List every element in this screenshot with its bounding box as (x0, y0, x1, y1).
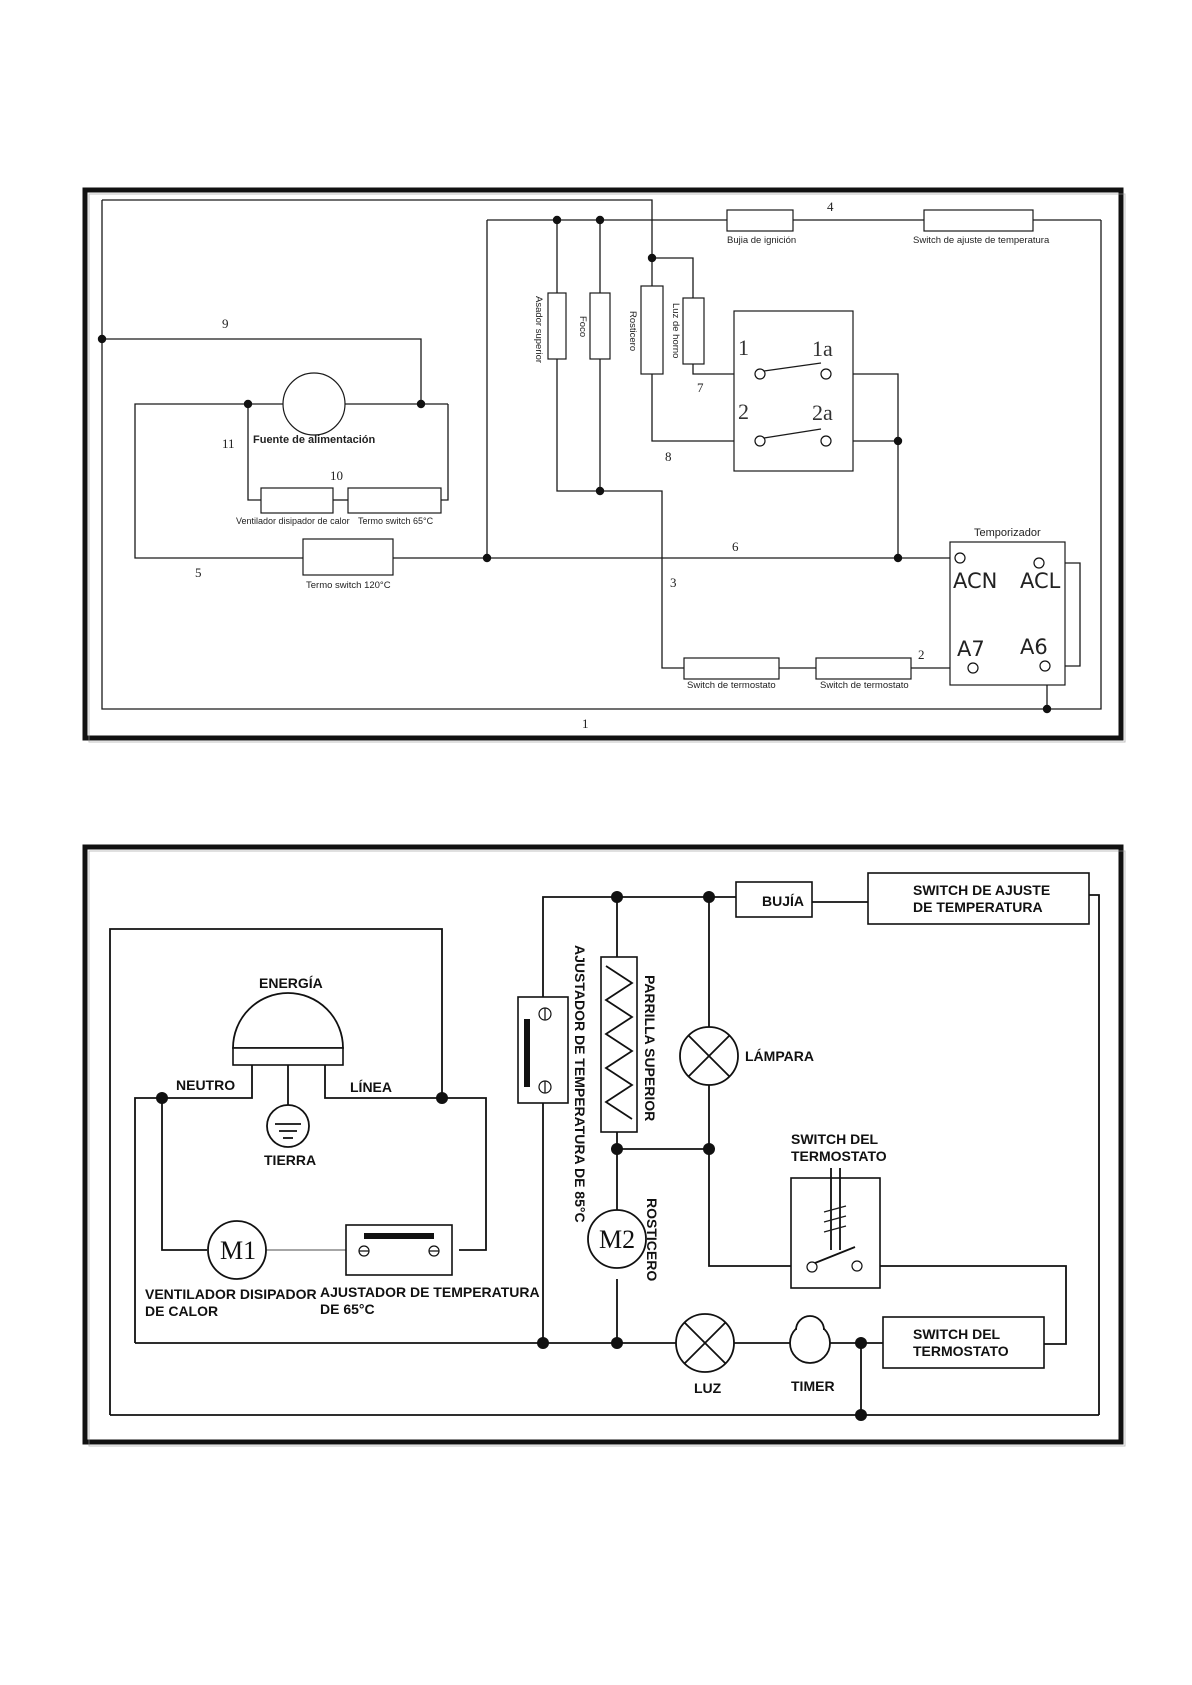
lampara-icon (679, 1026, 739, 1086)
diagram-a: 1 1a 2 2a ACN ACL A7 A6 Temporizador Buj… (82, 187, 1126, 743)
switch-termostato-vertical (790, 1168, 881, 1289)
termo-switch-120-resistor (302, 538, 394, 576)
switch-termostato-1-label: Switch de termostato (687, 680, 776, 691)
luz-horno-resistor (682, 297, 705, 365)
wire-number-8: 8 (665, 449, 672, 464)
foco-resistor (589, 292, 611, 360)
selector-switch: 1 1a 2 2a (733, 310, 854, 472)
termo-switch-65-resistor (347, 487, 442, 514)
ventilador-label-line1: VENTILADOR DISIPADOR (145, 1286, 317, 1302)
diagram-b-junctions (156, 891, 867, 1421)
wire-number-4: 4 (827, 199, 834, 214)
bujia-label: Bujia de ignición (727, 235, 796, 246)
lampara-label: LÁMPARA (745, 1048, 814, 1064)
terminal-acn-label: ACN (953, 569, 997, 593)
rosticero-label: ROSTICERO (644, 1198, 660, 1281)
switch-termostato-v-label-line2: TERMOSTATO (791, 1148, 887, 1164)
ground-icon (266, 1104, 310, 1148)
terminal-2a-label: 2a (812, 400, 833, 425)
temporizador: ACN ACL A7 A6 Temporizador (949, 527, 1066, 686)
termo65-label: Termo switch 65°C (358, 516, 434, 526)
energia-label: ENERGÍA (259, 975, 323, 991)
diagram-a-junctions (97, 215, 1052, 714)
ajustador65-label-line2: DE 65°C (320, 1301, 375, 1317)
wire-number-9: 9 (222, 316, 229, 331)
timer-label: TIMER (791, 1378, 835, 1394)
neutro-label: NEUTRO (176, 1077, 235, 1093)
wire-number-3: 3 (670, 575, 677, 590)
motor-m2-label: M2 (599, 1225, 635, 1254)
motor-m2-circle (587, 1209, 647, 1269)
diagram-b: BUJÍA SWITCH DE AJUSTE DE TEMPERATURA EN… (82, 844, 1126, 1447)
motor-m1-circle (207, 1220, 267, 1280)
ajustador65-label-line1: AJUSTADOR DE TEMPERATURA (320, 1284, 540, 1300)
wire-number-10: 10 (330, 468, 343, 483)
terminal-a7-label: A7 (957, 637, 985, 661)
energia-base (232, 1047, 344, 1066)
ventilador-label: Ventilador disipador de calor (236, 516, 350, 526)
switch-termostato-resistor-1 (683, 657, 780, 680)
switch-termostato-h-label-line2: TERMOSTATO (913, 1343, 1009, 1359)
switch-termostato-2-label: Switch de termostato (820, 680, 909, 691)
tierra-label: TIERRA (264, 1152, 316, 1168)
switch-ajuste-box (867, 872, 1090, 925)
wire-number-5: 5 (195, 565, 202, 580)
switch-ajuste-label-line2: DE TEMPERATURA (913, 899, 1043, 915)
switch-ajuste-temperatura-resistor (923, 209, 1034, 232)
rosticero-resistor (640, 285, 664, 375)
fuente-label: Fuente de alimentación (253, 434, 376, 446)
switch-ajuste-label: Switch de ajuste de temperatura (913, 235, 1050, 246)
bujia-box (735, 881, 813, 918)
terminal-1a-label: 1a (812, 336, 833, 361)
linea-label: LÍNEA (350, 1079, 392, 1095)
energia-source: ENERGÍA NEUTRO LÍNEA (176, 975, 392, 1095)
foco-label: Foco (577, 316, 588, 337)
energia-dome (232, 992, 344, 1049)
diagram-b-wires (109, 894, 1100, 1416)
wire-number-7: 7 (697, 380, 704, 395)
termo120-label: Termo switch 120°C (306, 580, 391, 591)
terminal-acl-label: ACL (1020, 569, 1061, 593)
ajustador85-label: AJUSTADOR DE TEMPERATURA DE 85°C (572, 945, 588, 1223)
parrilla-label: PARRILLA SUPERIOR (642, 975, 658, 1121)
asador-label: Asador superior (533, 296, 544, 363)
wire-number-1: 1 (582, 716, 589, 731)
luz-label: LUZ (694, 1380, 722, 1396)
luz-horno-label: Luz de horno (670, 303, 681, 358)
ajustador-65-box (345, 1224, 453, 1276)
parrilla-superior-heater (600, 956, 638, 1133)
diagram-a-wires (101, 199, 1102, 710)
terminal-1-label: 1 (738, 335, 749, 360)
temporizador-label: Temporizador (974, 527, 1041, 539)
switch-termostato-h-label-line1: SWITCH DEL (913, 1326, 1001, 1342)
bujia-ignicion-resistor (726, 209, 794, 232)
bujia-label: BUJÍA (762, 893, 804, 909)
fuente-alimentacion-symbol (282, 372, 346, 436)
rosticero-label: Rosticero (627, 311, 638, 351)
terminal-2-label: 2 (738, 399, 749, 424)
ajustador-85-box (517, 996, 569, 1104)
timer-icon (789, 1315, 831, 1364)
switch-termostato-resistor-2 (815, 657, 912, 680)
wire-number-11: 11 (222, 436, 235, 451)
switch-ajuste-label-line1: SWITCH DE AJUSTE (913, 882, 1050, 898)
switch-termostato-h-box (882, 1316, 1045, 1369)
diagram-a-frame (82, 187, 1124, 741)
ventilador-label-line2: DE CALOR (145, 1303, 218, 1319)
asador-superior-resistor (547, 292, 567, 360)
motor-m1-label: M1 (220, 1236, 256, 1265)
terminal-a6-label: A6 (1020, 635, 1048, 659)
wire-number-2: 2 (918, 647, 925, 662)
selector-switch-box (733, 310, 854, 472)
wire-number-6: 6 (732, 539, 739, 554)
ventilador-resistor (260, 487, 334, 514)
switch-termostato-v-label-line1: SWITCH DEL (791, 1131, 879, 1147)
luz-icon (675, 1313, 735, 1373)
